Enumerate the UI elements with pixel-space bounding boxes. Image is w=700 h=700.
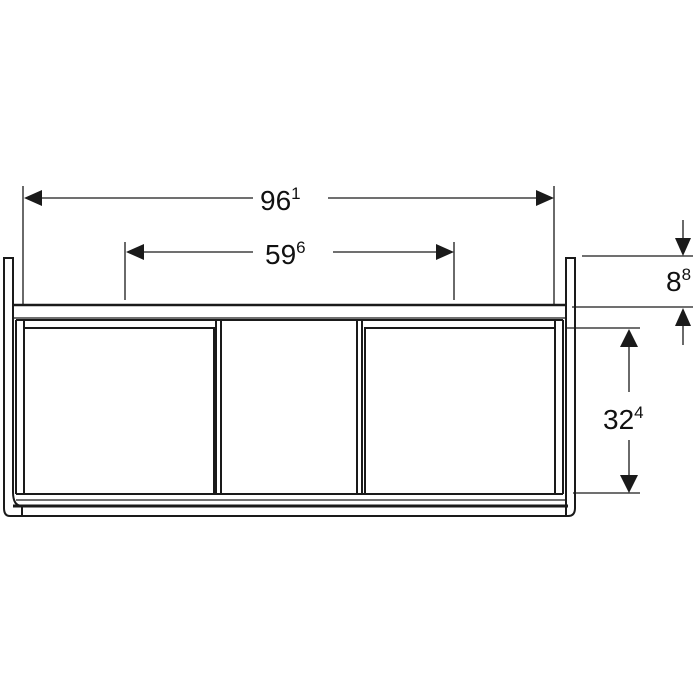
dimension-label-top-offset: 88 <box>666 265 691 297</box>
arrow-up-icon <box>620 329 638 347</box>
dimension-overall-width <box>22 186 555 305</box>
arrow-up-icon <box>675 308 691 326</box>
right-drawer <box>364 320 556 495</box>
center-drawer <box>215 320 363 494</box>
left-side-panel <box>3 257 23 517</box>
cabinet-top <box>13 303 566 319</box>
arrow-down-icon <box>620 475 638 493</box>
arrow-right-icon <box>536 190 554 206</box>
dimension-drawer-height <box>566 327 640 494</box>
bottom-plinth <box>10 493 568 517</box>
dimension-label-overall-width: 961 <box>260 184 301 216</box>
arrow-down-icon <box>675 238 691 256</box>
right-side-panel <box>565 257 576 517</box>
dimension-drawer-span <box>124 242 455 300</box>
arrow-right-icon <box>436 244 454 260</box>
dimension-label-drawer-height: 324 <box>603 403 644 435</box>
arrow-left-icon <box>126 244 144 260</box>
cabinet-body <box>15 319 564 495</box>
dimension-label-drawer-span: 596 <box>265 238 306 270</box>
dimension-top-offset <box>572 220 693 345</box>
left-drawer <box>23 320 215 495</box>
arrow-left-icon <box>24 190 42 206</box>
